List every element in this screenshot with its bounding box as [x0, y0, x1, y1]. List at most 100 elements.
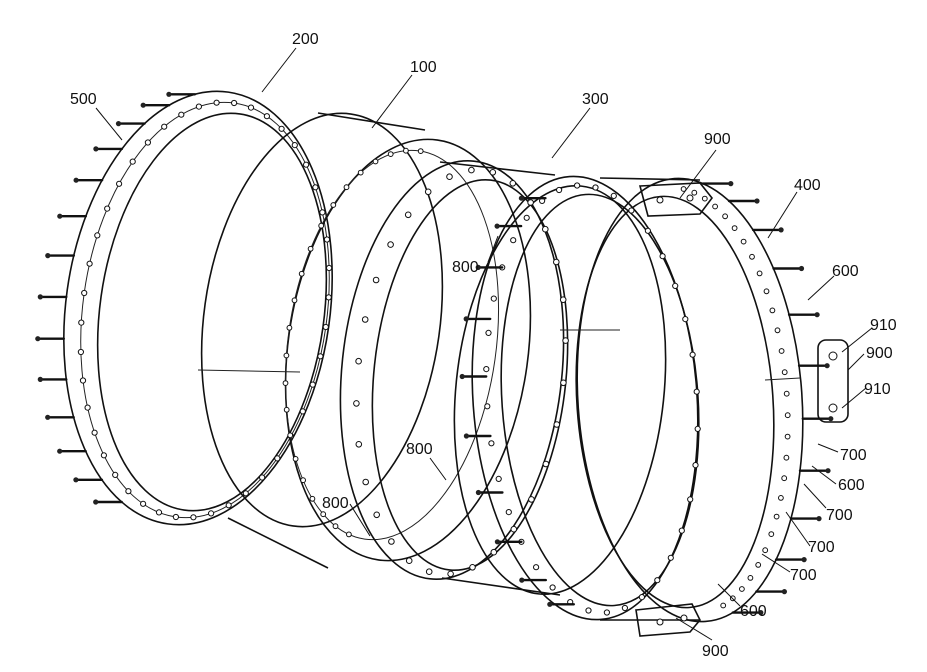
bolt-hole — [785, 413, 790, 418]
bolt-hole — [784, 391, 789, 396]
bolt-head — [460, 374, 465, 379]
bolt-hole — [426, 569, 432, 575]
bolt-hole — [693, 463, 698, 468]
bolt-hole — [248, 105, 253, 110]
bolt-head — [38, 377, 43, 382]
bolt-hole — [683, 317, 688, 322]
bolt-hole — [214, 100, 219, 105]
bolt-hole — [308, 246, 313, 251]
bolt-hole — [782, 370, 787, 375]
bolt-hole — [447, 174, 453, 180]
bolt-hole — [264, 114, 269, 119]
bolt-hole — [130, 159, 135, 164]
bolt-hole — [639, 595, 644, 600]
bolt-head — [825, 468, 830, 473]
bolt-hole — [293, 457, 298, 462]
bolt-head — [728, 181, 733, 186]
bolt-hole — [358, 170, 363, 175]
label-400: 400 — [794, 177, 821, 194]
bolt-hole — [321, 512, 326, 517]
label-910-a: 910 — [870, 317, 897, 334]
bolt-hole — [586, 608, 591, 613]
bolt-hole — [563, 338, 569, 344]
bolt-hole — [645, 228, 650, 233]
bolt-hole — [232, 100, 237, 105]
bolt-hole — [92, 430, 97, 435]
bolt-hole — [275, 456, 280, 461]
bolt-hole — [511, 526, 517, 532]
bolt-hole — [320, 210, 325, 215]
bolt-hole — [769, 532, 774, 537]
bolt-hole — [655, 578, 660, 583]
bolt-hole — [491, 296, 496, 301]
bolt-hole — [510, 181, 516, 187]
label-800-c: 800 — [322, 495, 349, 512]
bolt-head — [782, 589, 787, 594]
ring-300 — [321, 150, 685, 605]
bolt-hole — [105, 206, 110, 211]
bolt-hole — [506, 509, 511, 514]
bolt-hole — [288, 433, 293, 438]
bolt-head — [495, 539, 500, 544]
ring-400 — [458, 169, 834, 630]
bolt-hole — [770, 308, 775, 313]
label-900-bottom: 900 — [702, 643, 729, 660]
bolt-hole — [310, 496, 315, 501]
bolt-hole — [688, 497, 693, 502]
bolt-hole — [126, 489, 131, 494]
bolt-hole — [779, 496, 784, 501]
bolt-head — [73, 477, 78, 482]
bolt-hole — [326, 295, 331, 300]
bolt-hole — [660, 254, 665, 259]
bolt-hole — [196, 104, 201, 109]
bolt-hole — [191, 515, 196, 520]
bolt-hole — [333, 524, 338, 529]
bolt-head — [547, 602, 552, 607]
bolt-hole — [490, 170, 496, 176]
bolt-hole — [141, 501, 146, 506]
bolt-hole — [756, 563, 761, 568]
bolt-hole — [78, 349, 83, 354]
bolt-hole — [763, 548, 768, 553]
bolt-hole — [284, 407, 289, 412]
bolt-hole — [489, 441, 494, 446]
bolt-hole — [113, 472, 118, 477]
bolt-hole — [80, 378, 85, 383]
bolt-hole — [79, 320, 84, 325]
bolt-hole — [554, 422, 560, 428]
bolt-hole — [179, 112, 184, 117]
bolt-head — [45, 253, 50, 258]
bolt-head — [519, 578, 524, 583]
bolt-hole — [774, 514, 779, 519]
bolt-hole — [404, 148, 409, 153]
bolt-hole — [528, 200, 534, 206]
bolt-hole — [373, 277, 379, 283]
bolt-hole — [283, 381, 288, 386]
bolt-head — [815, 312, 820, 317]
bolt-hole — [344, 185, 349, 190]
bolt-hole — [388, 152, 393, 157]
bolt-hole — [692, 190, 697, 195]
bolt-hole — [740, 587, 745, 592]
label-700-c: 700 — [808, 539, 835, 556]
bolt-hole — [373, 159, 378, 164]
bolt-hole — [209, 511, 214, 516]
bolt-hole — [173, 514, 178, 519]
bolt-hole — [389, 539, 395, 545]
bolt-hole — [668, 555, 673, 560]
bolt-hole — [318, 354, 323, 359]
bolt-hole — [694, 389, 699, 394]
bolt-hole — [117, 181, 122, 186]
bolt-hole — [486, 330, 491, 335]
label-900-mid: 900 — [866, 345, 893, 362]
label-300: 300 — [582, 91, 609, 108]
bolt-hole — [405, 212, 411, 218]
bolt-hole — [622, 605, 627, 610]
label-800-b: 800 — [406, 441, 433, 458]
bolt-hole — [324, 237, 329, 242]
bolt-hole — [673, 283, 678, 288]
label-700-b: 700 — [826, 507, 853, 524]
bolt-hole — [470, 565, 476, 571]
bolt-head — [754, 198, 759, 203]
